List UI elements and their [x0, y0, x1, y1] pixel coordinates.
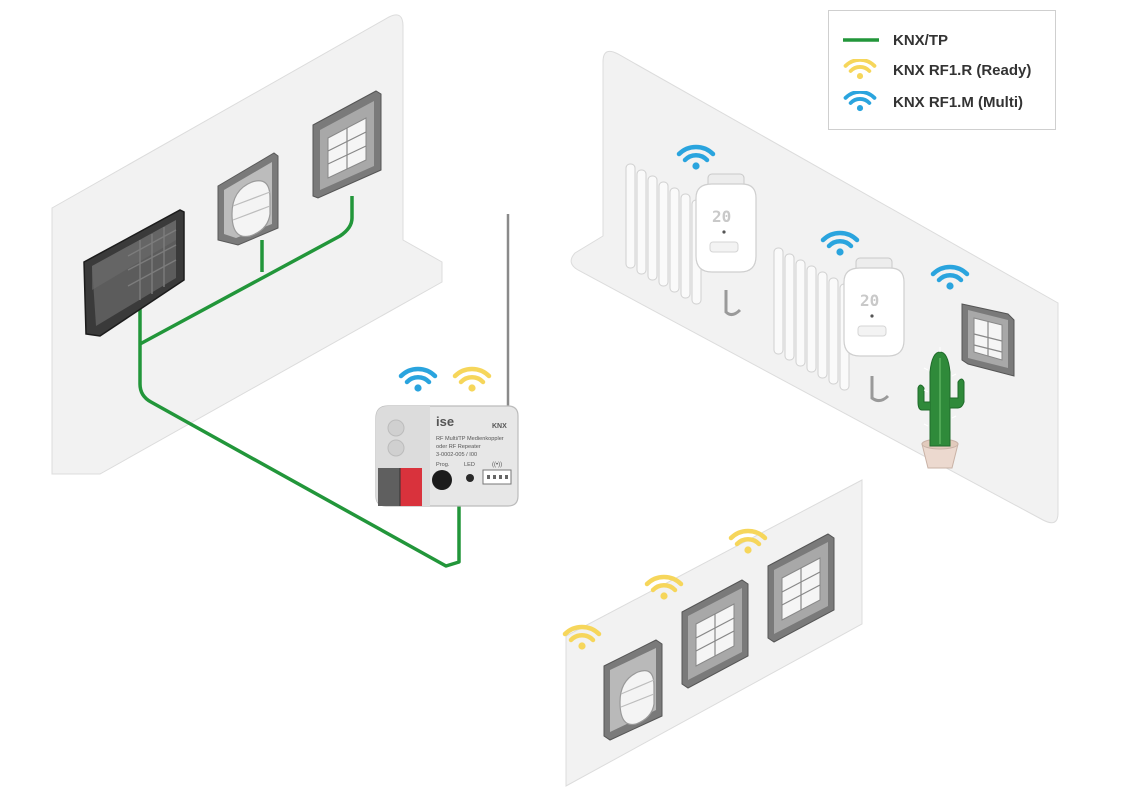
- legend-label: KNX RF1.R (Ready): [893, 61, 1032, 79]
- legend-item-rf-ready: KNX RF1.R (Ready): [841, 57, 1031, 83]
- media-coupler-device: ise KNX RF Multi/TP Medienkoppler oder R…: [375, 214, 519, 507]
- knx-tp-bus-lines: [138, 196, 461, 568]
- coupler-title-line1: RF Multi/TP Medienkoppler: [436, 436, 504, 442]
- thermostat-display: 20: [712, 207, 731, 226]
- thermostat-icon: 20: [695, 173, 757, 273]
- wifi-icon: [841, 91, 879, 113]
- push-button-icon: [312, 90, 382, 199]
- legend-label: KNX RF1.M (Multi): [893, 93, 1023, 111]
- legend-swatch-line: [841, 29, 879, 51]
- coupler-part-number: 3-0002-005 / I00: [436, 452, 477, 458]
- svg-text:((•)): ((•)): [492, 462, 502, 468]
- coupler-knx-logo: KNX: [492, 423, 507, 430]
- coupler-title-line2: oder RF Repeater: [436, 444, 481, 450]
- legend: KNX/TP KNX RF1.R (Ready) KNX RF1.M (Mult…: [828, 10, 1056, 130]
- wifi-icon: [841, 59, 879, 81]
- coupler-led-label: LED: [464, 462, 475, 468]
- coupler-brand: ise: [436, 414, 454, 429]
- legend-item-knx-tp: KNX/TP: [841, 27, 948, 53]
- motion-detector-icon: [603, 639, 663, 741]
- push-button-icon: [767, 533, 835, 643]
- motion-detector-icon: [217, 152, 279, 246]
- radiator-icon: [773, 247, 890, 403]
- wifi-icon: [455, 369, 489, 392]
- legend-label: KNX/TP: [893, 31, 949, 49]
- legend-item-rf-multi: KNX RF1.M (Multi): [841, 89, 1023, 115]
- touch-panel-icon: [83, 209, 185, 337]
- coupler-prog-label: Prog.: [436, 462, 450, 468]
- push-button-icon: [681, 579, 749, 689]
- left-wall: [51, 14, 443, 475]
- push-button-icon: [961, 303, 1015, 377]
- thermostat-display: 20: [860, 291, 879, 310]
- cactus-icon: [917, 347, 965, 469]
- wifi-icon: [401, 369, 435, 392]
- thermostat-icon: 20: [843, 257, 905, 357]
